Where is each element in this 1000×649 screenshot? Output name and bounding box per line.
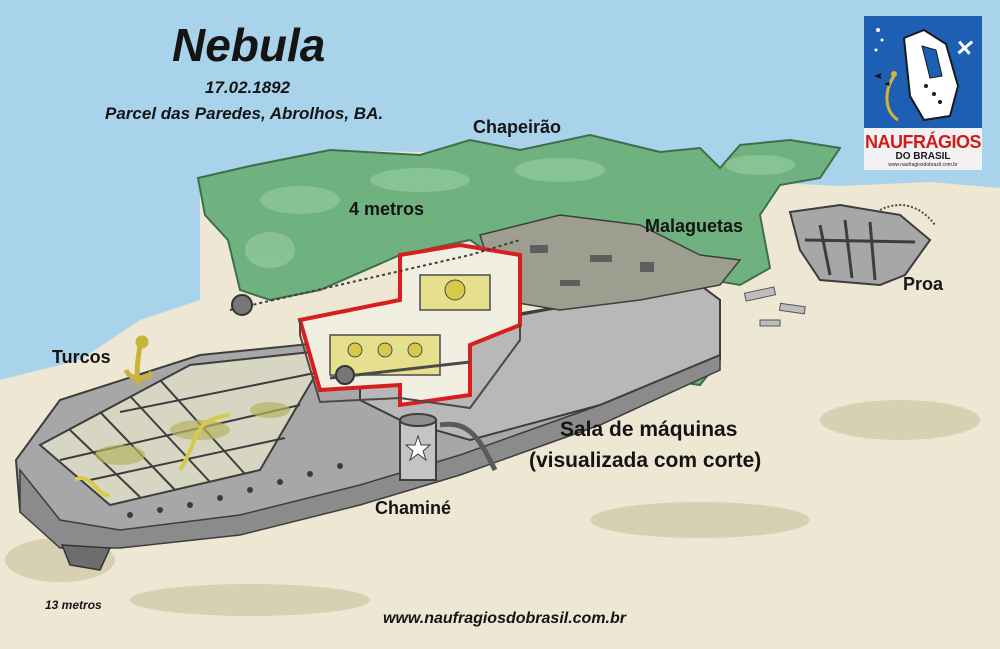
label-engine-room-note: (visualizada com corte) <box>529 449 762 472</box>
reef-texture <box>245 155 795 268</box>
pipe <box>439 421 498 472</box>
star-icon <box>404 434 432 462</box>
ship-keel <box>60 544 112 571</box>
label-malaguetas: Malaguetas <box>645 216 744 236</box>
label-turcos: Turcos <box>52 347 111 367</box>
sea-area <box>0 0 1000 380</box>
wreck-date: 17.02.1892 <box>205 78 291 97</box>
airplane-icon <box>957 40 974 55</box>
bow-chain <box>879 204 936 226</box>
naufragios-logo: NAUFRÁGIOS DO BRASIL www.naufragiosdobra… <box>864 16 982 170</box>
deck-cables <box>73 413 231 498</box>
bow-frames <box>804 219 916 281</box>
label-chamine: Chaminé <box>375 498 452 518</box>
engine-room-walls <box>299 320 521 410</box>
label-engine-room: Sala de máquinas <box>560 418 738 441</box>
hull-portholes <box>127 463 343 518</box>
winch <box>231 294 253 316</box>
logo-subtitle: DO BRASIL <box>895 151 951 162</box>
winch-2 <box>335 365 355 385</box>
ship-name-title: Nebula <box>172 19 326 71</box>
debris-pieces <box>530 245 654 286</box>
label-proa: Proa <box>903 274 944 294</box>
deck-seaweed <box>95 402 290 465</box>
label-depth-bottom: 13 metros <box>45 598 102 612</box>
logo-name: NAUFRÁGIOS <box>865 132 982 152</box>
bow-section <box>788 203 932 287</box>
debris-area <box>479 214 742 311</box>
logo-band <box>864 128 982 170</box>
chimney <box>399 413 437 481</box>
label-chapeirao: Chapeirão <box>473 117 562 137</box>
label-depth-top: 4 metros <box>349 199 425 219</box>
railing <box>229 239 521 311</box>
bow-debris <box>743 286 806 327</box>
anchor-icon <box>123 335 155 386</box>
website-url[interactable]: www.naufragiosdobrasil.com.br <box>383 610 626 627</box>
ship-icon <box>874 28 974 122</box>
wreck-location: Parcel das Paredes, Abrolhos, BA. <box>105 104 384 123</box>
logo-url: www.naufragiosdobrasil.com.br <box>888 162 958 168</box>
